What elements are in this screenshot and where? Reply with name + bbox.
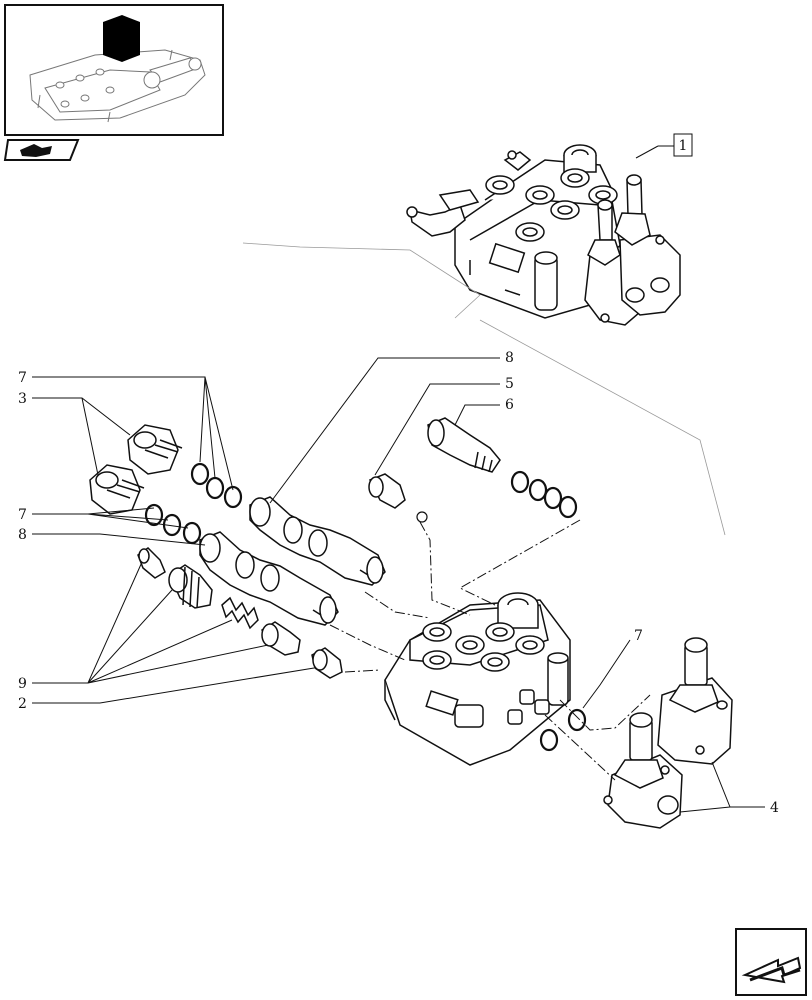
callout-7: 7 [18, 370, 27, 386]
next-page-arrow-icon[interactable] [735, 928, 807, 996]
ball-5 [416, 511, 428, 523]
callout-5: 5 [505, 376, 514, 392]
valve-body [384, 592, 571, 766]
callout-2: 2 [18, 696, 27, 712]
exploded-parts-left [89, 417, 501, 679]
callout-7: 7 [634, 628, 643, 644]
callout-6: 6 [505, 397, 514, 413]
callout-4: 4 [770, 800, 779, 816]
assembly-center-lines [329, 519, 651, 781]
callout-labels: 7 3 7 8 9 2 8 5 6 7 4 [18, 350, 779, 816]
o-rings [144, 462, 587, 752]
tractor-lift-cover-thumbnail-icon [29, 49, 206, 123]
callout-9: 9 [18, 676, 27, 692]
handle-caps [603, 637, 733, 829]
callout-7: 7 [18, 507, 27, 523]
callout-8: 8 [505, 350, 514, 366]
callout-8: 8 [18, 527, 27, 543]
assembly-callout-1: 1 [635, 133, 693, 159]
thumbnail-panel[interactable] [4, 4, 224, 136]
callout-1-label: 1 [679, 138, 688, 154]
highlighted-control-valve-block [103, 15, 140, 62]
callout-3: 3 [18, 391, 27, 407]
assembled-control-valve [406, 144, 681, 326]
folder-back-icon[interactable] [3, 139, 80, 161]
leader-lines [32, 357, 765, 813]
